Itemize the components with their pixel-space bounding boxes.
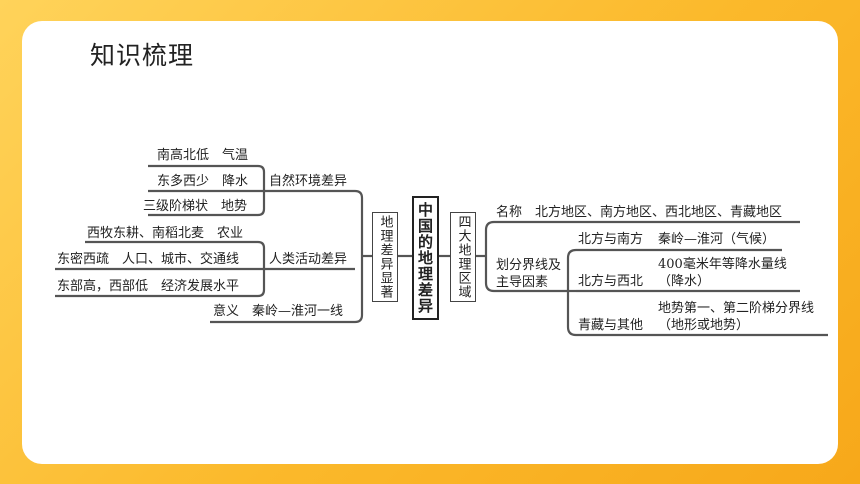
page-title: 知识梳理 [90,41,195,70]
region-names: 名称 北方地区、南方地区、西北地区、青藏地区 [496,205,783,220]
significance-item: 意义 秦岭—淮河一线 [213,304,344,319]
center-topic-box: 中国的地理差异 [412,196,439,320]
division-detail-north-northwest-1: 400毫米年等降水量线 [658,257,787,272]
geo-difference-box: 地理差异显著 [372,212,398,302]
natural-item-terrain: 三级阶梯状 地势 [143,199,248,214]
division-label-line1: 划分界线及 [496,258,562,273]
human-item-economy: 东部高，西部低 经济发展水平 [57,279,240,294]
division-detail-tibet-others-2: （地形或地势） [658,318,750,333]
division-region-north-northwest: 北方与西北 [578,274,644,289]
four-regions-box: 四大地理区域 [450,212,476,302]
division-region-north-south: 北方与南方 [578,232,644,247]
division-label-line2: 主导因素 [496,275,549,290]
natural-item-precipitation: 东多西少 降水 [157,174,249,189]
human-item-agriculture: 西牧东耕、南稻北麦 农业 [87,226,244,241]
human-item-population: 东密西疏 人口、城市、交通线 [57,252,240,267]
division-detail-north-south: 秦岭—淮河（气候） [658,232,776,247]
natural-item-temperature: 南高北低 气温 [157,148,249,163]
natural-environment-label: 自然环境差异 [269,174,348,189]
human-activity-label: 人类活动差异 [269,252,348,267]
division-detail-north-northwest-2: （降水） [658,274,711,289]
division-detail-tibet-others-1: 地势第一、第二阶梯分界线 [658,301,815,316]
division-region-tibet-others: 青藏与其他 [578,318,644,333]
